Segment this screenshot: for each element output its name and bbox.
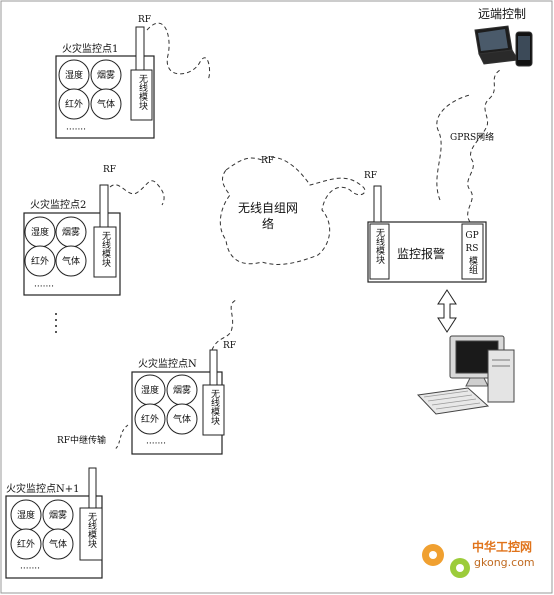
node-2-sensor-gas: [55, 245, 87, 277]
monitor-gprs-line1: GP: [465, 231, 478, 241]
computer-icon: [416, 335, 515, 415]
node-n1-ellipsis: ·······: [20, 564, 40, 574]
node-2-rf-wave: [109, 180, 165, 206]
node-n-sensor-gas: [166, 403, 198, 435]
wireless-adhoc-network: RF 无线自组网 络: [219, 156, 366, 265]
node-n1-module-label: 无线模块: [86, 512, 97, 549]
node-2-sensor-label-1: 湿度: [31, 226, 49, 238]
node-1-sensor-label-3: 红外: [65, 98, 83, 110]
node-2-sensor-label-3: 红外: [31, 255, 49, 267]
node-1-ellipsis: ·······: [66, 125, 86, 135]
node-n1-sensor-gas: [42, 528, 74, 560]
node-n-rf-label: RF: [223, 341, 236, 351]
monitor-gprs-line2: RS: [466, 244, 479, 254]
node-1-sensor-label-2: 烟雾: [97, 69, 115, 81]
node-n-relay-wave: [113, 424, 129, 451]
node-2-rf-label: RF: [103, 165, 116, 175]
node-n-sensor-infrared: [134, 403, 166, 435]
monitor-title: 监控报警: [397, 246, 445, 261]
node-n-module-label: 无线模块: [209, 389, 220, 426]
node-1-sensor-label-4: 气体: [97, 98, 115, 110]
network-label-line1: 无线自组网: [238, 201, 298, 215]
monitor-rf-label: RF: [364, 171, 377, 181]
node-n1-sensor-infrared: [10, 528, 42, 560]
node-1-rf-wave: [146, 22, 211, 81]
node-1-title: 火灾监控点1: [62, 42, 118, 55]
node-2-module-label: 无线模块: [100, 231, 111, 268]
node-1-sensor-infrared: [58, 88, 90, 120]
mobile-phone-icon: [515, 31, 533, 67]
network-label-line2: 络: [262, 216, 274, 231]
watermark-logo: 中华工控网 gkong.com: [422, 539, 535, 578]
fire-monitor-node-n: 火灾监控点N 湿度 烟雾 红外 气体 ······· 无线模块 RF: [113, 299, 237, 455]
node-n-sensor-label-4: 气体: [173, 413, 191, 425]
monitor-alarm-unit: 无线模块 监控报警 GP RS 模组 RF: [364, 69, 501, 283]
node-n-antenna: [209, 349, 218, 386]
vertical-ellipsis: [55, 313, 57, 333]
node-n1-sensor-label-3: 红外: [17, 538, 35, 550]
gprs-link-wave-2: [436, 94, 471, 201]
remote-title: 远端控制: [478, 7, 526, 21]
monitor-antenna: [373, 185, 382, 223]
monitor-module-left-label: 无线模块: [374, 228, 385, 265]
gprs-link-wave: [467, 69, 501, 223]
node-2-ellipsis: ·······: [34, 282, 54, 292]
node-n-sensor-label-3: 红外: [141, 413, 159, 425]
node-1-sensor-label-1: 湿度: [65, 69, 83, 81]
monitor-computer-arrow: [437, 289, 457, 333]
monitor-gprs-line3: 模组: [467, 256, 478, 274]
node-2-title: 火灾监控点2: [30, 198, 86, 211]
node-n1-antenna: [88, 467, 97, 509]
watermark-text: 中华工控网: [472, 539, 532, 554]
node-1-rf-label: RF: [138, 15, 151, 25]
node-2-antenna: [99, 184, 109, 228]
node-n1-title: 火灾监控点N+1: [6, 482, 80, 495]
fire-monitor-node-1: 火灾监控点1 湿度 烟雾 红外 气体 ······· 无线模块 RF: [55, 15, 211, 139]
node-n1-sensor-label-2: 烟雾: [49, 509, 67, 521]
node-2-sensor-label-4: 气体: [62, 255, 80, 267]
node-2-sensor-infrared: [24, 245, 56, 277]
node-1-module-label: 无线模块: [137, 74, 148, 111]
node-n-rf-wave: [211, 299, 237, 351]
network-rf-label: RF: [261, 156, 274, 166]
monitor-gprs-module: [461, 223, 484, 280]
fire-monitor-node-2: 火灾监控点2 湿度 烟雾 红外 气体 ······· 无线模块 RF: [23, 165, 165, 296]
node-n-title: 火灾监控点N: [138, 357, 197, 370]
fire-monitor-node-n-plus-1: 火灾监控点N+1 湿度 烟雾 红外 气体 ······· 无线模块: [5, 467, 103, 579]
node-n1-sensor-label-4: 气体: [49, 538, 67, 550]
laptop-icon: [474, 25, 519, 65]
watermark-url: gkong.com: [474, 556, 535, 569]
node-2-sensor-label-2: 烟雾: [62, 226, 80, 238]
node-1-antenna: [135, 26, 145, 71]
monitor-wireless-module: [369, 223, 390, 280]
node-1-sensor-gas: [90, 88, 122, 120]
relay-label: RF中继传输: [57, 434, 106, 446]
node-n1-sensor-label-1: 湿度: [17, 509, 35, 521]
network-cloud: [219, 156, 366, 265]
node-n-ellipsis: ·······: [146, 439, 166, 449]
node-n-sensor-label-1: 湿度: [141, 384, 159, 396]
gprs-label: GPRS网络: [450, 131, 494, 143]
node-n-sensor-label-2: 烟雾: [173, 384, 191, 396]
